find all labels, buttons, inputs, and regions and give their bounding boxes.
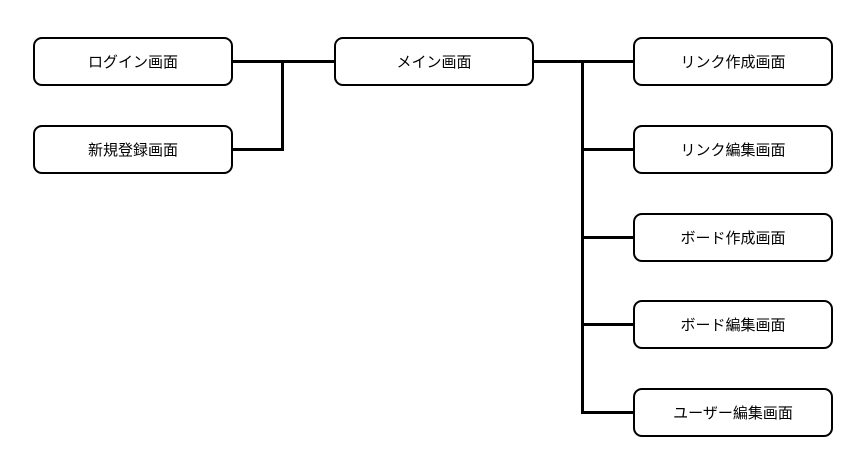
node-label: ボード編集画面 [680, 317, 786, 334]
node-board-create-screen: ボード作成画面 [633, 213, 833, 262]
node-link-edit-screen: リンク編集画面 [633, 125, 833, 174]
edge-board-edit-stub [582, 323, 633, 326]
node-label: 新規登録画面 [87, 142, 178, 159]
node-label: メイン画面 [396, 54, 472, 71]
node-label: ログイン画面 [87, 54, 178, 71]
node-register-screen: 新規登録画面 [33, 125, 233, 174]
node-label: リンク編集画面 [680, 142, 786, 159]
node-link-create-screen: リンク作成画面 [633, 37, 833, 86]
node-login-screen: ログイン画面 [33, 37, 233, 86]
edge-user-edit-stub [582, 411, 633, 414]
node-main-screen: メイン画面 [334, 37, 534, 86]
edge-board-create-stub [582, 236, 633, 239]
node-board-edit-screen: ボード編集画面 [633, 300, 833, 349]
edge-link-edit-stub [582, 148, 633, 151]
node-label: ユーザー編集画面 [673, 405, 793, 422]
node-user-edit-screen: ユーザー編集画面 [633, 388, 833, 437]
edge-left-junction-vertical [281, 60, 284, 151]
edge-register-stub [233, 148, 283, 151]
node-label: ボード作成画面 [680, 230, 786, 247]
node-label: リンク作成画面 [680, 54, 786, 71]
